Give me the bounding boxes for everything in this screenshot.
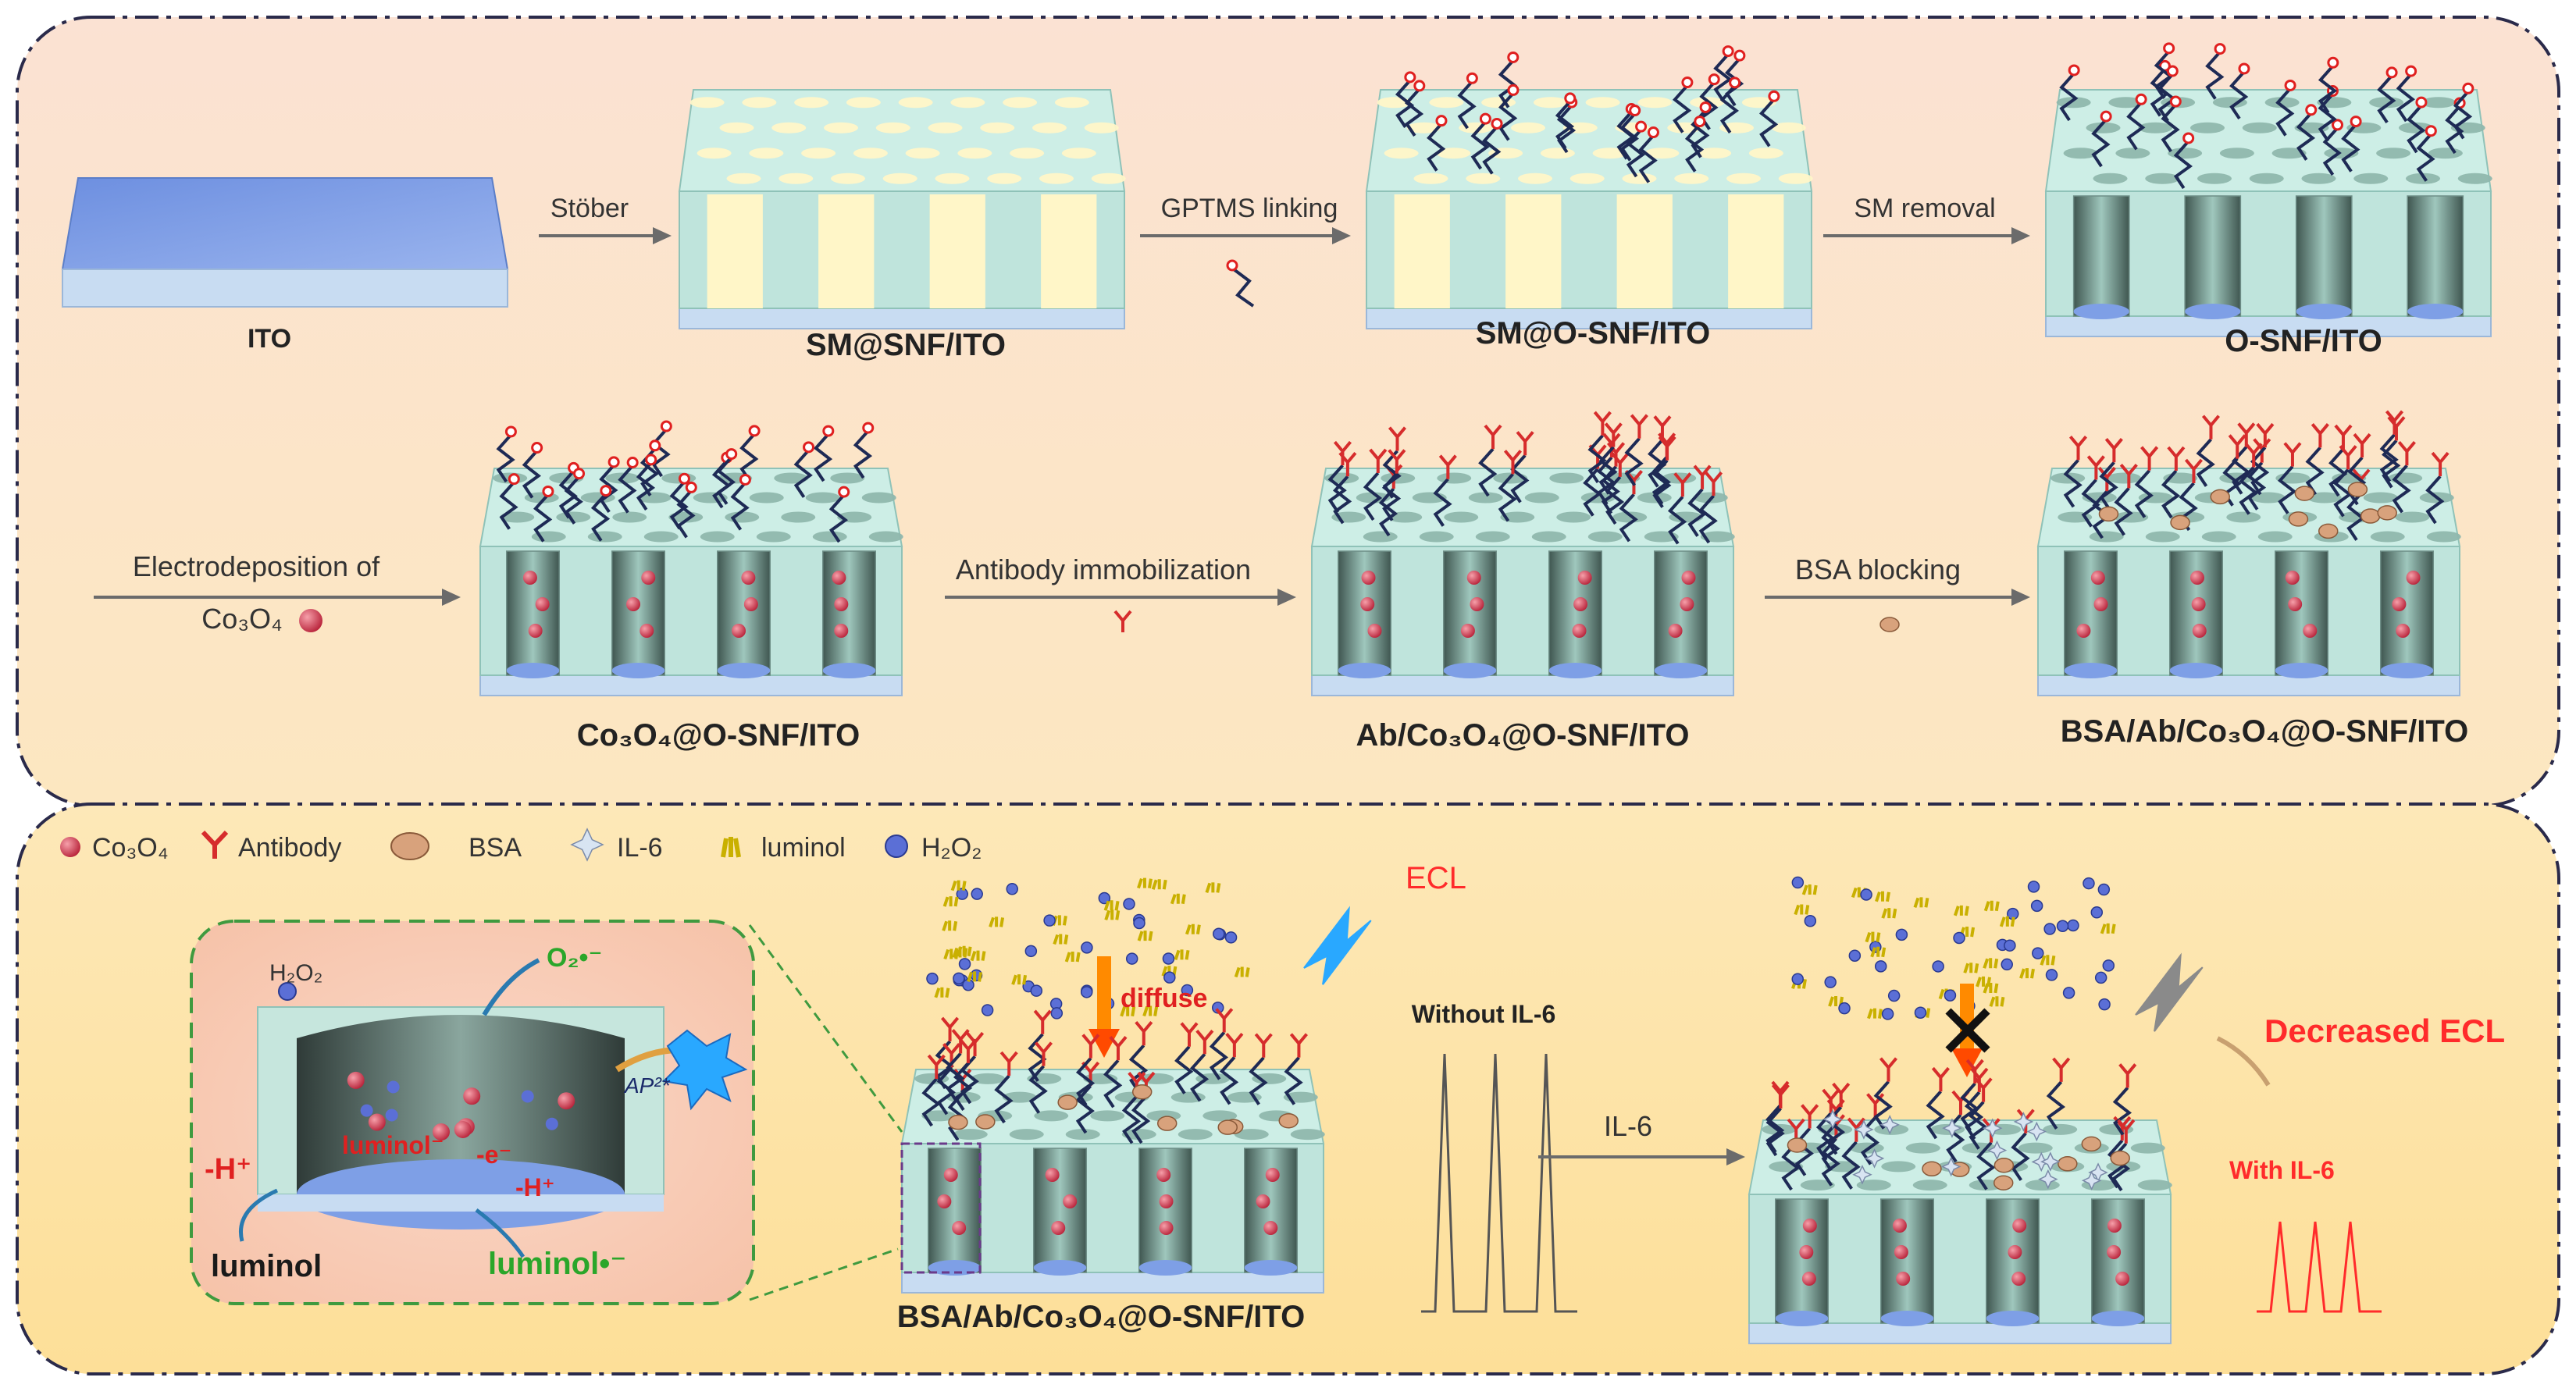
legend-il6-label: IL-6 [617, 833, 663, 863]
ab-co3o4-label: Ab/Co₃O₄@O-SNF/ITO [1356, 718, 1690, 753]
gptms-linker-icon [1232, 268, 1255, 308]
arrow-antibody [945, 589, 1296, 606]
arrow-bsa [1765, 589, 2030, 606]
inset-ap-label: AP²* [623, 1073, 671, 1098]
decreased-ecl-arrow [2216, 1036, 2271, 1087]
detection-electrode-label: BSA/Ab/Co₃O₄@O-SNF/ITO [897, 1300, 1305, 1334]
inset-luminol-radical: luminol•⁻ [488, 1247, 626, 1281]
legend-co3o4-icon [60, 837, 80, 857]
legend-antibody-icon [201, 830, 229, 859]
osnf-block [2044, 42, 2492, 337]
ito-label: ITO [248, 324, 291, 354]
arrow-sm-removal [1823, 227, 2030, 244]
step-antibody-label: Antibody immobilization [956, 553, 1251, 585]
step-bsa-label: BSA blocking [1795, 553, 1961, 585]
inset-connector-bottom [749, 1247, 899, 1301]
ecl-bolt-icon [1303, 906, 1372, 985]
inset-luminol-label: luminol [211, 1249, 322, 1283]
grey-bolt-icon [2135, 952, 2204, 1032]
with-il6-label: With IL-6 [2229, 1156, 2335, 1184]
blocked-cross-icon [1945, 1008, 1990, 1053]
ito-slide-front [62, 269, 508, 308]
legend-il6-icon [570, 827, 604, 862]
ecl-label: ECL [1406, 861, 1466, 895]
inset-minus-h-right: -H⁺ [515, 1173, 555, 1201]
sm-snf-block [678, 89, 1126, 329]
step-sm-removal-label: SM removal [1854, 194, 1995, 223]
inset-connector-top [748, 924, 903, 1133]
inset-o2-radical-label: O₂•⁻ [547, 943, 602, 973]
legend-h2o2-label: H₂O₂ [921, 833, 982, 863]
arrow-electrodeposition [94, 589, 461, 606]
ecl-signal-with-il6 [2257, 1221, 2382, 1313]
gptms-epoxide-icon [1226, 259, 1238, 272]
osnf-label: O-SNF/ITO [2225, 324, 2382, 358]
step-electrodeposition-line2: Co₃O₄ [201, 603, 282, 635]
decreased-ecl-label: Decreased ECL [2264, 1012, 2505, 1049]
solution-molecules-right [1791, 876, 2116, 1020]
ito-slide-top [61, 177, 509, 270]
mechanism-inset [190, 920, 755, 1305]
diffuse-label: diffuse [1121, 984, 1207, 1013]
solution-molecules-left [926, 877, 1250, 1020]
blocked-arrow-head [1951, 1048, 1983, 1077]
inset-h2o2-label: H₂O₂ [269, 960, 322, 986]
bsa-ab-co3o4-label: BSA/Ab/Co₃O₄@O-SNF/ITO [2061, 714, 2468, 749]
diffuse-arrow-shaft [1097, 956, 1111, 1030]
inset-luminol-anion: luminol⁻ [342, 1131, 444, 1159]
electrodeposition-co3o4-icon [299, 609, 322, 632]
sm-osnf-label: SM@O-SNF/ITO [1476, 316, 1711, 351]
ab-co3o4-block [1310, 411, 1735, 696]
detection-electrode-right [1748, 1057, 2172, 1344]
inset-minus-h-left: -H⁺ [205, 1153, 251, 1186]
il6-arrow-label: IL-6 [1604, 1110, 1652, 1142]
ecl-signal-without-il6 [1421, 1053, 1577, 1313]
sm-osnf-block [1365, 45, 1813, 329]
without-il6-label: Without IL-6 [1412, 1000, 1556, 1028]
highlight-channel-box [900, 1142, 982, 1274]
arrow-il6 [1538, 1148, 1745, 1165]
inset-minus-e: -e⁻ [476, 1141, 511, 1169]
legend-bsa-icon [390, 832, 429, 860]
co3o4-osnf-block [479, 420, 903, 696]
step-gptms-label: GPTMS linking [1161, 194, 1338, 223]
co3o4-osnf-label: Co₃O₄@O-SNF/ITO [577, 718, 860, 753]
step-electrodeposition-line1: Electrodeposition of [133, 550, 380, 582]
arrow-gptms [1140, 227, 1351, 244]
bsa-ab-co3o4-block [2036, 410, 2461, 696]
arrow-stober [539, 227, 672, 244]
legend-co3o4-label: Co₃O₄ [92, 833, 169, 863]
legend-luminol-label: luminol [761, 833, 846, 863]
legend-antibody-label: Antibody [238, 833, 341, 863]
legend-bsa-label: BSA [469, 833, 522, 863]
step-stober-label: Stöber [550, 194, 629, 223]
legend-h2o2-icon [885, 835, 908, 858]
antibody-step-icon [1113, 610, 1132, 632]
sm-snf-label: SM@SNF/ITO [806, 328, 1006, 362]
bsa-step-icon [1879, 617, 1900, 632]
legend-luminol-icon [721, 837, 741, 858]
